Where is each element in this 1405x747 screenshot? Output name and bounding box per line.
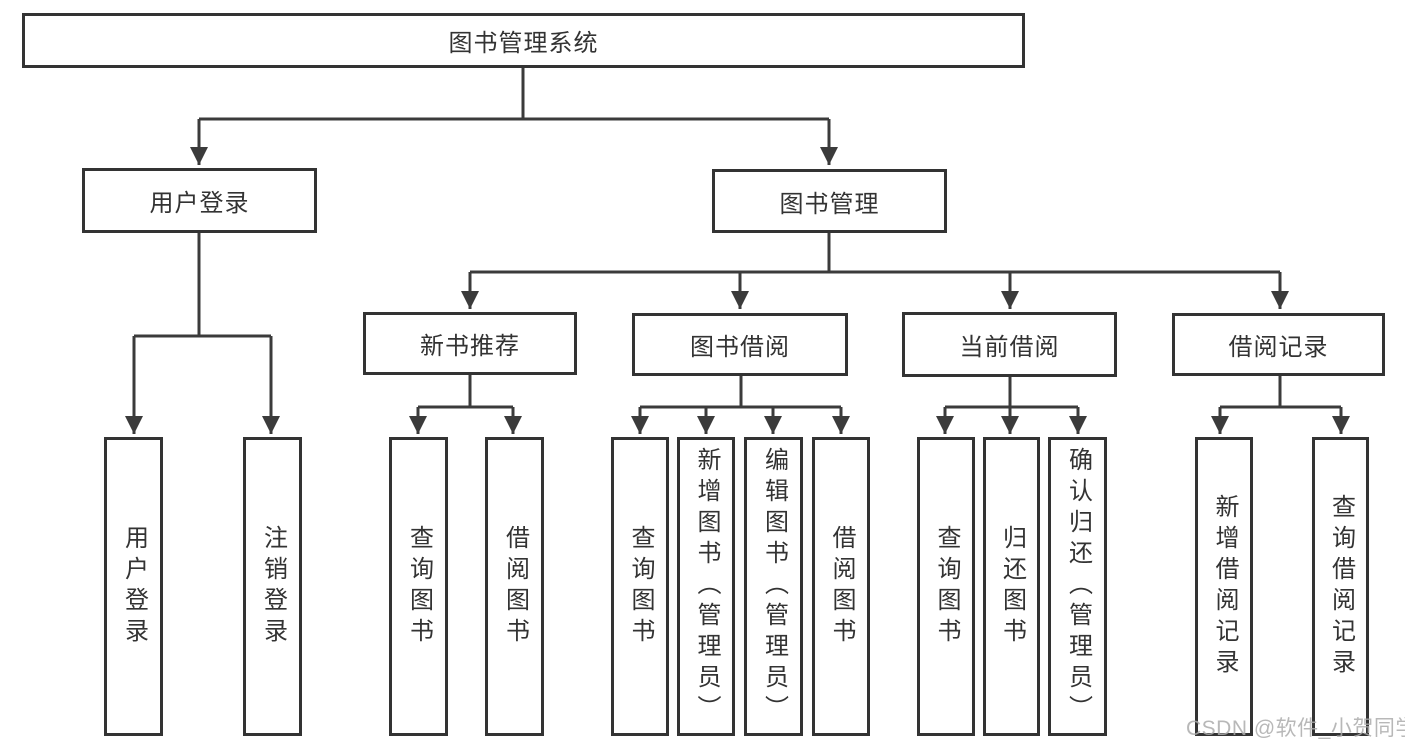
node-label: 查询图书 (933, 524, 960, 649)
node-label: 图书管理 (779, 190, 880, 218)
node-label: 归还图书 (998, 524, 1026, 649)
node-label: 查询图书 (627, 524, 654, 649)
node-label: 借阅记录 (1228, 334, 1329, 361)
node-label: 新增借阅记录 (1211, 493, 1238, 680)
leaf-edit-book-admin: 编辑图书（管理员） (744, 437, 803, 736)
leaf-borrow-books-2: 借阅图书 (812, 437, 870, 736)
node-label: 图书借阅 (690, 334, 790, 361)
leaf-user-login: 用户登录 (104, 437, 163, 736)
leaf-confirm-return-admin: 确认归还（管理员） (1048, 437, 1107, 736)
node-label: 借阅图书 (828, 524, 855, 649)
leaf-borrow-books-recommend: 借阅图书 (485, 437, 544, 736)
node-system-root: 图书管理系统 (22, 13, 1025, 68)
node-label: 查询图书 (405, 524, 433, 649)
node-label: 编辑图书（管理员） (760, 447, 788, 726)
node-book-borrow: 图书借阅 (632, 313, 848, 376)
node-user-login: 用户登录 (82, 168, 317, 233)
leaf-query-books-borrow: 查询图书 (611, 437, 669, 736)
node-new-book-recommend: 新书推荐 (363, 312, 577, 375)
leaf-add-borrow-record: 新增借阅记录 (1195, 437, 1253, 736)
node-label: 借阅图书 (501, 524, 529, 649)
csdn-watermark: CSDN @软件_小贺同学 (1186, 717, 1405, 740)
node-borrow-records: 借阅记录 (1172, 313, 1385, 376)
leaf-query-books-recommend: 查询图书 (389, 437, 448, 736)
leaf-add-book-admin: 新增图书（管理员） (677, 437, 735, 736)
node-current-borrow: 当前借阅 (902, 312, 1117, 377)
node-label: 新增图书（管理员） (693, 447, 720, 726)
leaf-query-books-current: 查询图书 (917, 437, 975, 736)
node-label: 新书推荐 (420, 333, 520, 360)
node-label: 当前借阅 (959, 334, 1060, 361)
node-label: 查询借阅记录 (1327, 493, 1355, 680)
node-label: 注销登录 (259, 524, 287, 649)
leaf-return-book: 归还图书 (983, 437, 1040, 736)
node-label: 确认归还（管理员） (1064, 447, 1092, 726)
node-label: 用户登录 (149, 190, 250, 217)
leaf-logout: 注销登录 (243, 437, 302, 736)
leaf-query-borrow-record: 查询借阅记录 (1312, 437, 1369, 736)
node-book-management: 图书管理 (712, 169, 947, 233)
node-label: 图书管理系统 (448, 30, 599, 57)
node-label: 用户登录 (120, 524, 148, 649)
